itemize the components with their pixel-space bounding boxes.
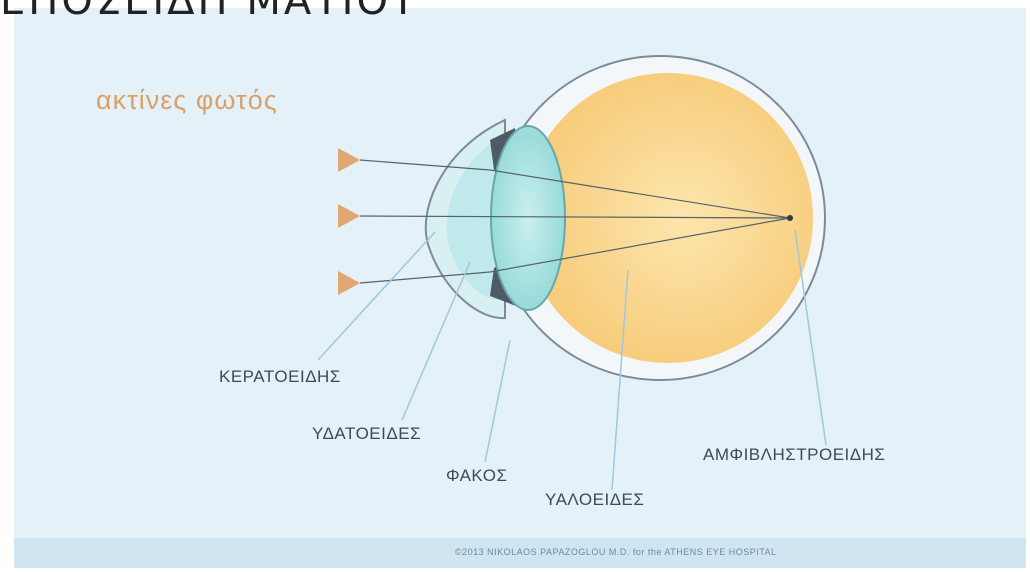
- vitreous-humor-label: ΥΑΛΟΕΙΔΕΣ: [545, 490, 644, 510]
- cornea-label: ΚΕΡΑΤΟΕΙΔΗΣ: [219, 367, 341, 387]
- aqueous-humor-label: ΥΔΑΤΟΕΙΔΕΣ: [312, 424, 421, 444]
- light-rays-label: ακτίνες φωτός: [96, 85, 278, 116]
- lens: [491, 126, 565, 310]
- retina-label: ΑΜΦΙΒΛΗΣΤΡΟΕΙΔΗΣ: [703, 445, 885, 465]
- lens-label: ΦΑΚΟΣ: [446, 466, 507, 486]
- focal-point: [787, 215, 793, 221]
- light-rays: [96, 148, 360, 295]
- copyright-credit: ©2013 NIKOLAOS PAPAZOGLOU M.D. for the A…: [455, 547, 777, 557]
